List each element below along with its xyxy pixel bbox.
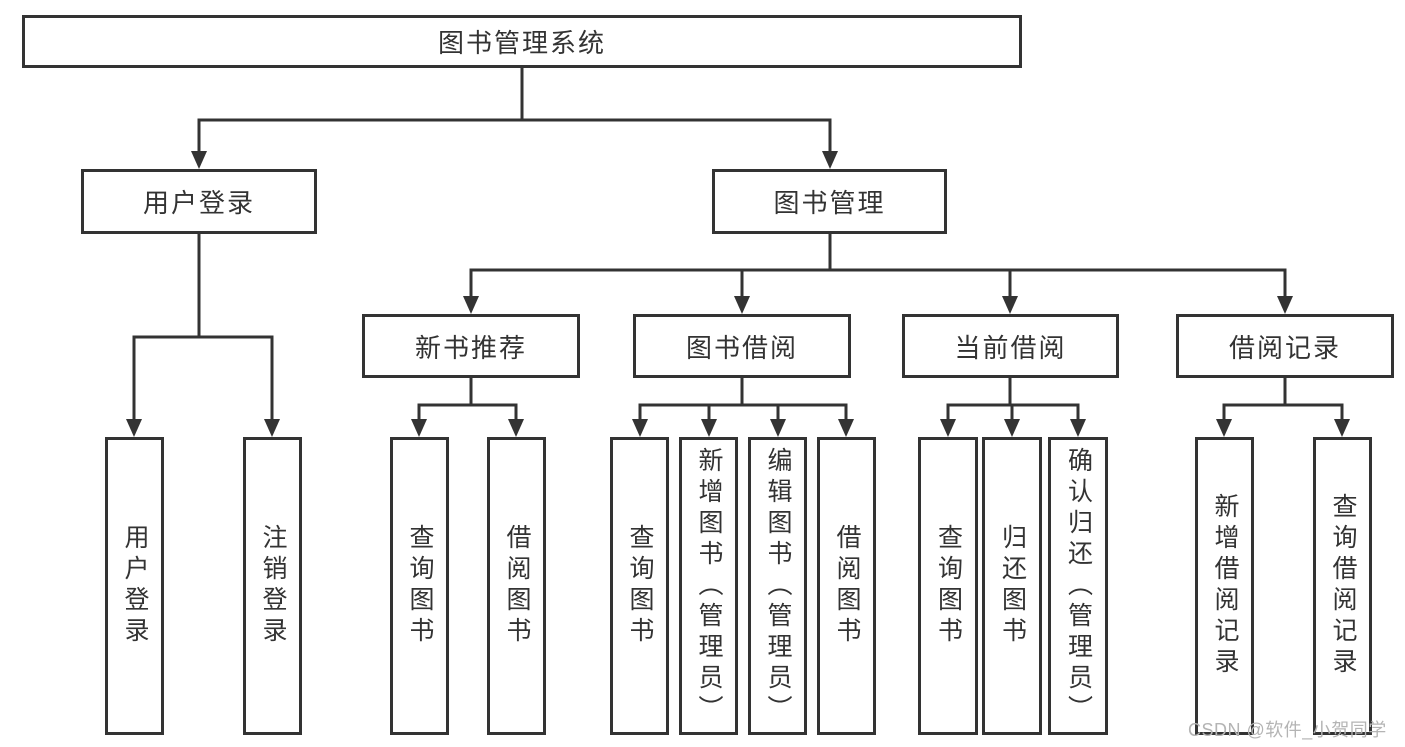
node-label: 图书管理 xyxy=(773,188,886,218)
node-current-borrowing: 当前借阅 xyxy=(902,314,1119,378)
node-label: 借阅记录 xyxy=(1228,332,1341,363)
node-label: 新增图书（管理员） xyxy=(695,446,723,726)
node-label: 查询借阅记录 xyxy=(1329,493,1357,679)
leaf-borrow-books-recommend: 借阅图书 xyxy=(487,437,546,735)
node-borrowing-records: 借阅记录 xyxy=(1176,314,1394,378)
leaf-query-books-recommend: 查询图书 xyxy=(390,437,449,735)
leaf-query-books-borrowing: 查询图书 xyxy=(610,437,669,735)
node-label: 图书借阅 xyxy=(685,332,798,363)
leaf-confirm-return-admin: 确认归还（管理员） xyxy=(1048,437,1108,735)
leaf-logout: 注销登录 xyxy=(243,437,302,735)
node-label: 归还图书 xyxy=(998,524,1027,648)
node-book-management: 图书管理 xyxy=(712,169,947,234)
leaf-return-book: 归还图书 xyxy=(982,437,1042,735)
node-label: 用户登录 xyxy=(121,524,149,648)
leaf-query-borrow-record: 查询借阅记录 xyxy=(1313,437,1372,735)
node-label: 查询图书 xyxy=(626,524,654,648)
node-label: 新增借阅记录 xyxy=(1211,493,1239,679)
leaf-edit-book-admin: 编辑图书（管理员） xyxy=(748,437,807,735)
node-label: 图书管理系统 xyxy=(437,28,606,58)
node-library-management-system: 图书管理系统 xyxy=(22,15,1022,68)
node-book-borrowing: 图书借阅 xyxy=(633,314,851,378)
csdn-watermark: CSDN @软件_小贺同学 xyxy=(1188,720,1387,740)
leaf-add-borrow-record: 新增借阅记录 xyxy=(1195,437,1254,735)
node-label: 借阅图书 xyxy=(503,524,531,648)
node-label: 用户登录 xyxy=(142,188,255,218)
node-label: 编辑图书（管理员） xyxy=(764,446,792,726)
node-label: 当前借阅 xyxy=(954,332,1067,363)
node-new-book-recommendation: 新书推荐 xyxy=(362,314,580,378)
node-label: 借阅图书 xyxy=(833,524,861,648)
leaf-user-login: 用户登录 xyxy=(105,437,164,735)
node-label: 新书推荐 xyxy=(414,332,527,363)
node-label: 查询图书 xyxy=(406,524,434,648)
node-label: 查询图书 xyxy=(934,524,963,648)
node-user-login: 用户登录 xyxy=(81,169,317,234)
node-label: 确认归还（管理员） xyxy=(1064,446,1093,726)
arrowhead-icons xyxy=(126,151,1350,437)
leaf-add-book-admin: 新增图书（管理员） xyxy=(679,437,738,735)
leaf-query-books-current: 查询图书 xyxy=(918,437,978,735)
node-label: 注销登录 xyxy=(259,524,287,648)
leaf-borrow-books-borrowing: 借阅图书 xyxy=(817,437,876,735)
